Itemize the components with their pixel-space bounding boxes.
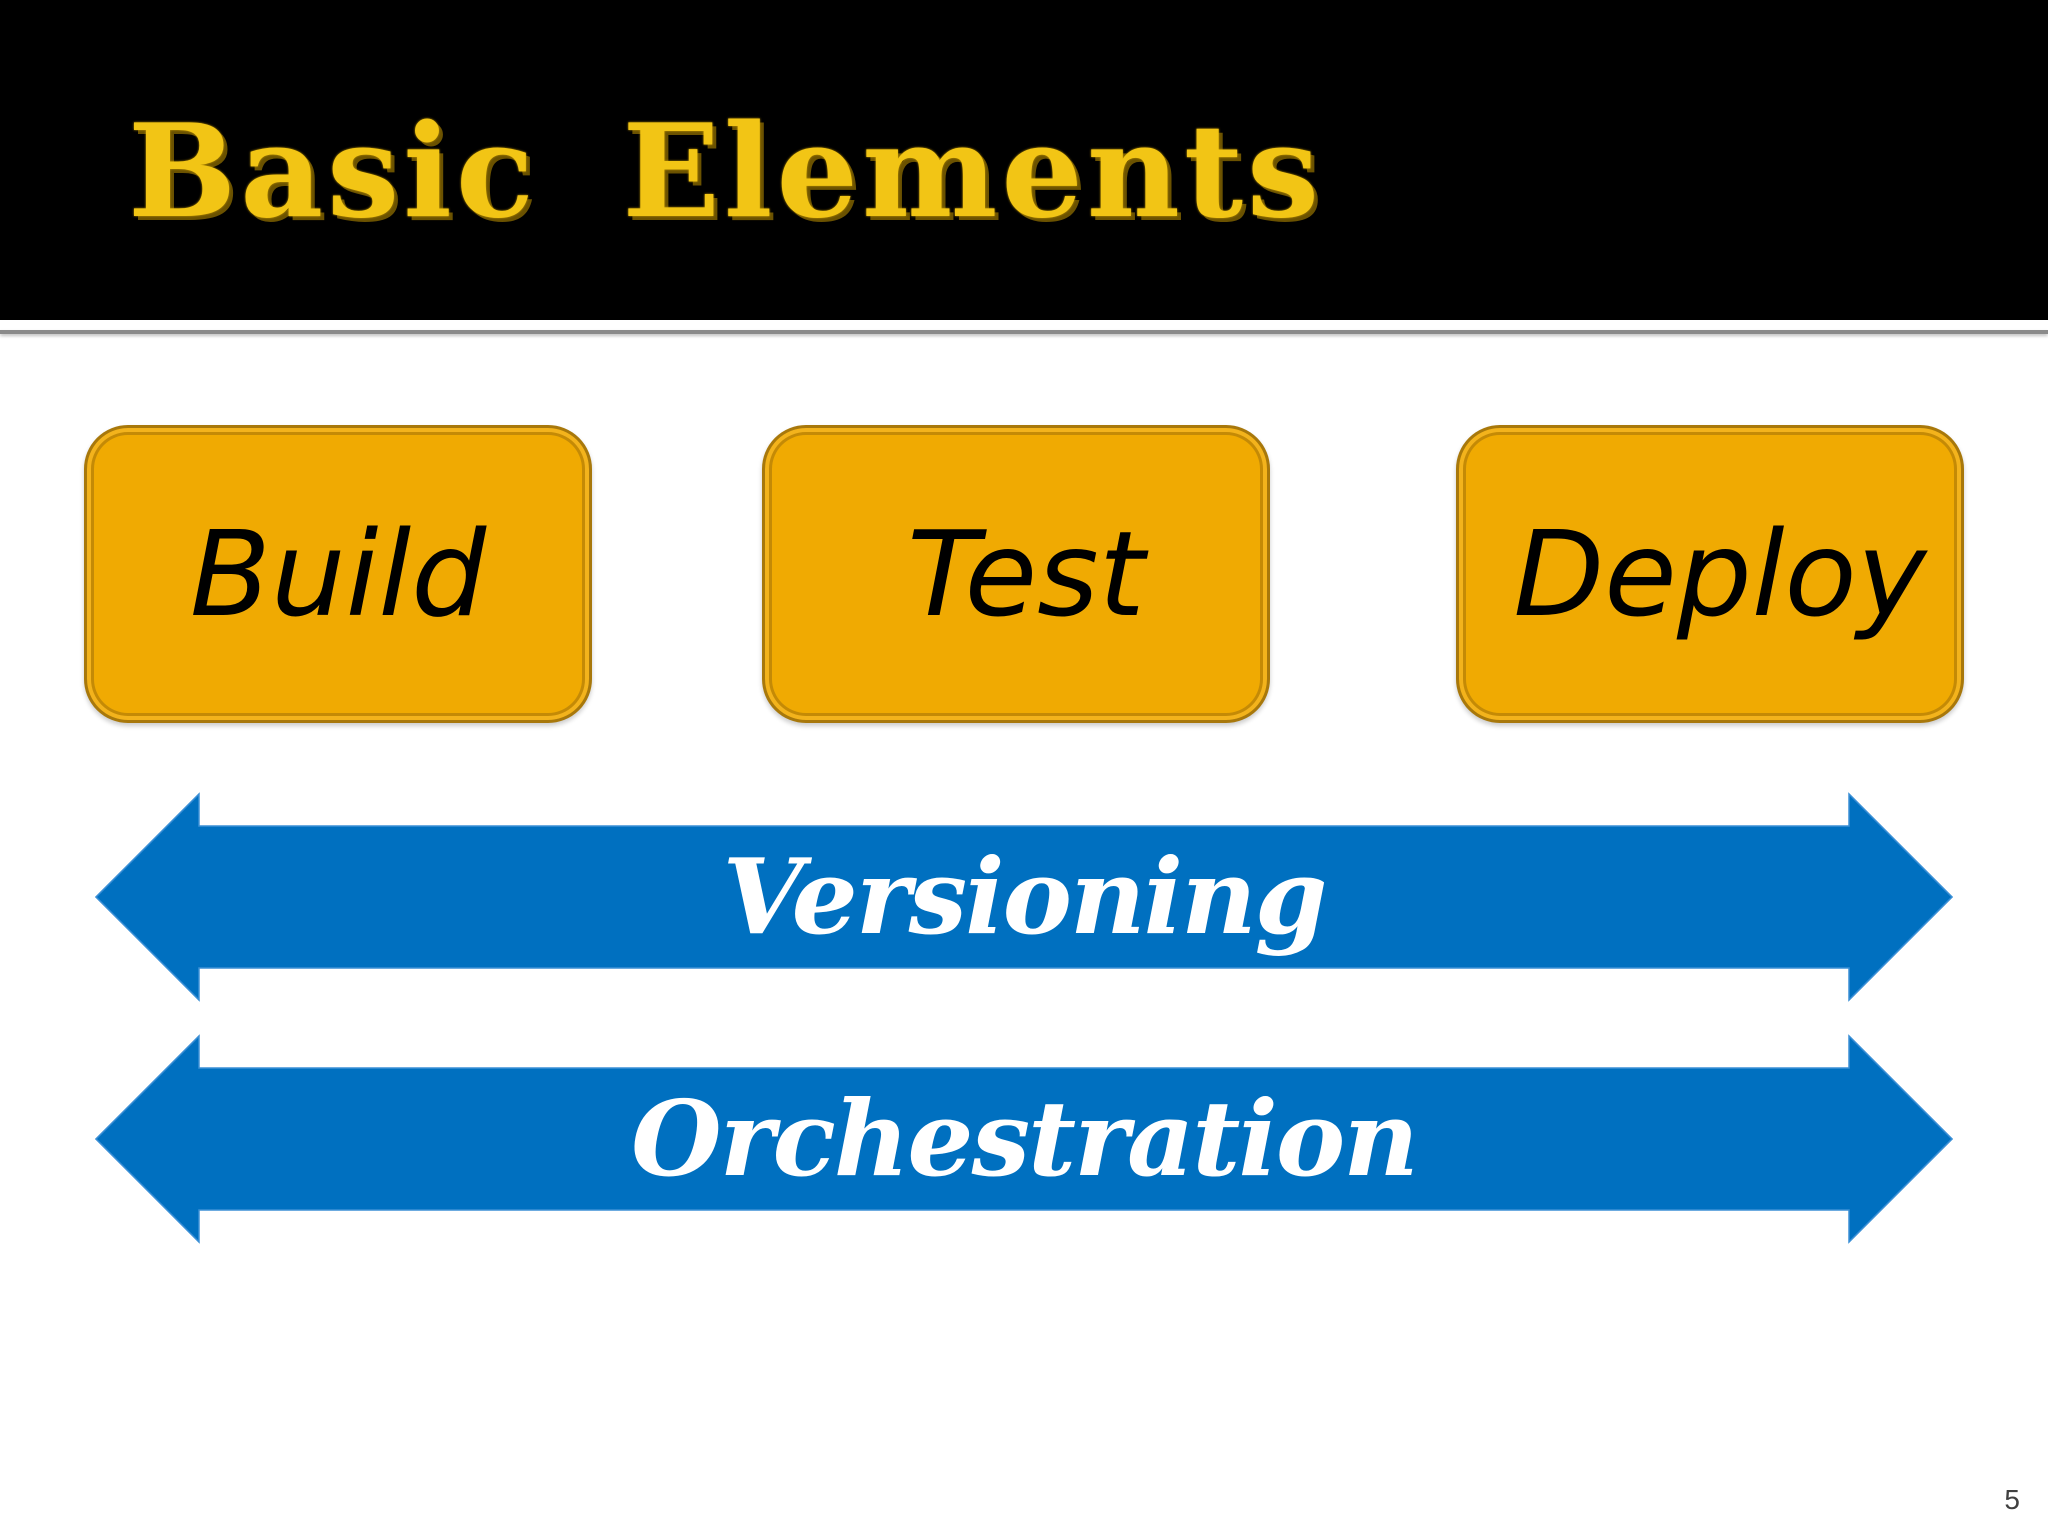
stage-label-build: Build: [189, 505, 487, 643]
orchestration-label: Orchestration: [631, 1077, 1419, 1200]
double-arrow-icon: [90, 786, 1958, 1008]
orchestration-band: Orchestration: [90, 1028, 1958, 1250]
slide-title: Basic Elements: [128, 97, 1324, 247]
page-number: 5: [2004, 1484, 2020, 1515]
versioning-label: Versioning: [722, 835, 1328, 958]
versioning-band: Versioning: [90, 786, 1958, 1008]
stage-box-deploy: Deploy: [1456, 425, 1964, 723]
stage-box-build: Build: [84, 425, 592, 723]
stage-label-deploy: Deploy: [1513, 505, 1927, 643]
stage-box-test: Test: [762, 425, 1270, 723]
header-divider: [0, 330, 2048, 334]
double-arrow-icon: [90, 1028, 1958, 1250]
stage-label-test: Test: [907, 505, 1145, 643]
slide-header: [0, 0, 2048, 320]
